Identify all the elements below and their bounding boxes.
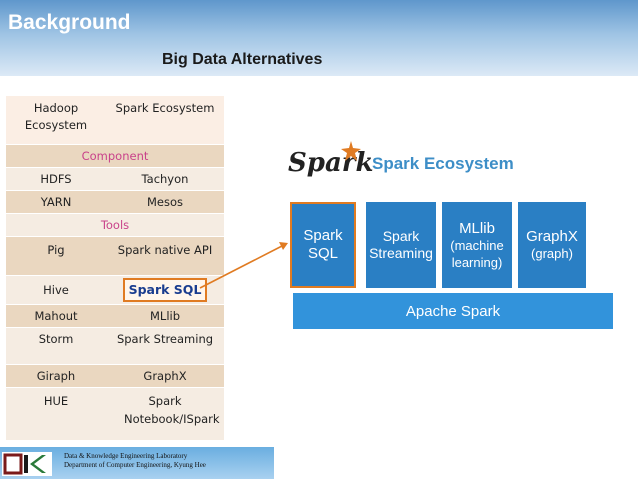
cell-spark: Spark Notebook/ISpark (124, 394, 220, 426)
comparison-table: Hadoop Ecosystem Spark Ecosystem Compone… (6, 96, 224, 441)
cell-hadoop: HUE (43, 394, 69, 408)
cell-hadoop: Storm (38, 332, 74, 346)
cell-hadoop: YARN (40, 195, 72, 209)
table-row: Storm Spark Streaming (6, 328, 224, 365)
section-tools: Tools (100, 218, 130, 232)
table-row: Hive Spark SQL (6, 276, 224, 305)
cell-spark: Spark native API (117, 243, 213, 257)
box-label: (machine learning) (450, 237, 504, 270)
cell-spark: Mesos (146, 195, 184, 209)
box-graphx: GraphX (graph) (518, 202, 586, 288)
box-mllib: MLlib (machine learning) (442, 202, 512, 288)
table-row: HDFS Tachyon (6, 168, 224, 191)
lab-logo-icon (3, 453, 46, 475)
box-label: Spark (382, 228, 420, 244)
table-header-row: Hadoop Ecosystem Spark Ecosystem (6, 96, 224, 145)
footer-department: Department of Computer Engineering, Kyun… (64, 461, 206, 469)
cell-hadoop: Giraph (36, 369, 76, 383)
ecosystem-title: Spark Ecosystem (372, 154, 514, 173)
section-row-component: Component (6, 145, 224, 168)
footer-bar: Data & Knowledge Engineering Laboratory … (0, 447, 274, 479)
footer-lab-name: Data & Knowledge Engineering Laboratory (64, 452, 188, 460)
table-row: YARN Mesos (6, 191, 224, 214)
spark-star-icon (341, 141, 361, 161)
table-row: Pig Spark native API (6, 237, 224, 276)
box-label: GraphX (526, 228, 578, 245)
box-spark-streaming: Spark Streaming (366, 202, 436, 288)
table-row: Mahout MLlib (6, 305, 224, 328)
slide-title: Background (8, 11, 131, 34)
cell-spark: GraphX (143, 369, 187, 383)
cell-spark: Spark Streaming (116, 332, 214, 346)
box-label: Streaming (369, 245, 433, 261)
slide-header: Background Big Data Alternatives (0, 0, 638, 76)
box-label: Spark (303, 227, 343, 244)
header-spark: Spark Ecosystem (115, 101, 215, 115)
spark-sql-highlight: Spark SQL (122, 278, 208, 302)
table-row: HUE Spark Notebook/ISpark (6, 388, 224, 441)
table-row: Giraph GraphX (6, 365, 224, 388)
box-label: MLlib (459, 219, 495, 237)
spark-ecosystem-diagram: Spark Spark Ecosystem Spark SQL Spark St… (282, 140, 620, 336)
cell-spark: MLlib (149, 309, 181, 323)
cell-hadoop: Hive (43, 283, 69, 297)
header-hadoop: Hadoop Ecosystem (24, 101, 88, 132)
cell-hadoop: Pig (47, 243, 65, 257)
lab-logo (2, 452, 52, 476)
cell-spark: Tachyon (141, 172, 189, 186)
cell-hadoop: Mahout (34, 309, 78, 323)
box-label: SQL (307, 245, 338, 262)
apache-spark-base: Apache Spark (293, 293, 613, 329)
box-label: (graph) (531, 246, 573, 261)
box-spark-sql: Spark SQL (290, 202, 356, 288)
slide-subtitle: Big Data Alternatives (162, 51, 323, 68)
spark-logo: Spark (288, 148, 374, 178)
section-component: Component (81, 149, 149, 163)
cell-hadoop: HDFS (40, 172, 72, 186)
section-row-tools: Tools (6, 214, 224, 237)
